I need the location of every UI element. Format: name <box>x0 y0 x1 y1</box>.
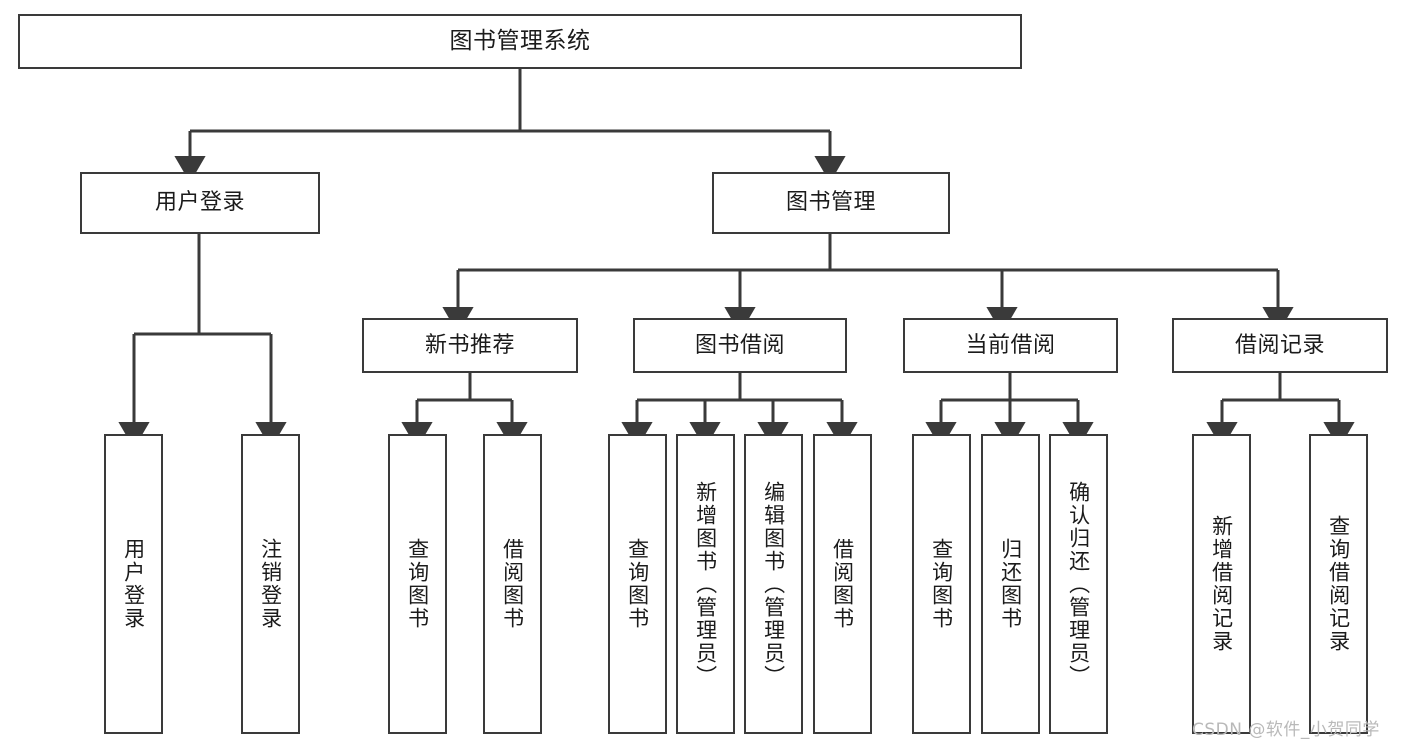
node-current-borrow[interactable]: 当前借阅 <box>903 318 1118 373</box>
node-label: 图书管理系统 <box>449 27 591 54</box>
node-borrow-record[interactable]: 借阅记录 <box>1172 318 1388 373</box>
leaf-new-book-borrow-book[interactable]: 借阅图书 <box>483 434 542 734</box>
node-label: 新书推荐 <box>424 332 515 358</box>
leaf-book-borrow-edit-book-admin[interactable]: 编辑图书（管理员） <box>744 434 803 734</box>
leaf-current-borrow-confirm-return-admin[interactable]: 确认归还（管理员） <box>1049 434 1108 734</box>
leaf-new-book-query-book[interactable]: 查询图书 <box>388 434 447 734</box>
node-user-login[interactable]: 用户登录 <box>80 172 320 234</box>
node-label: 新增图书（管理员） <box>693 480 718 688</box>
leaf-current-borrow-return-book[interactable]: 归还图书 <box>981 434 1040 734</box>
leaf-current-borrow-query-book[interactable]: 查询图书 <box>912 434 971 734</box>
node-label: 借阅记录 <box>1234 332 1325 358</box>
csdn-watermark: CSDN @软件_小贺同学 <box>1192 720 1380 740</box>
node-book-management[interactable]: 图书管理 <box>712 172 950 234</box>
leaf-user-login-logout[interactable]: 注销登录 <box>241 434 300 734</box>
node-label: 用户登录 <box>121 538 146 630</box>
node-root-book-management-system[interactable]: 图书管理系统 <box>18 14 1022 69</box>
node-label: 注销登录 <box>258 538 283 630</box>
node-label: 图书借阅 <box>694 332 785 358</box>
node-label: 查询借阅记录 <box>1326 515 1351 653</box>
leaf-user-login-login[interactable]: 用户登录 <box>104 434 163 734</box>
leaf-book-borrow-query-book[interactable]: 查询图书 <box>608 434 667 734</box>
node-label: 借阅图书 <box>500 538 525 630</box>
leaf-book-borrow-add-book-admin[interactable]: 新增图书（管理员） <box>676 434 735 734</box>
leaf-book-borrow-borrow-book[interactable]: 借阅图书 <box>813 434 872 734</box>
node-book-borrow[interactable]: 图书借阅 <box>633 318 847 373</box>
node-label: 查询图书 <box>405 538 430 630</box>
node-label: 用户登录 <box>154 190 245 216</box>
node-label: 编辑图书（管理员） <box>761 480 786 688</box>
leaf-borrow-record-add-record[interactable]: 新增借阅记录 <box>1192 434 1251 734</box>
node-label: 新增借阅记录 <box>1209 515 1234 653</box>
node-label: 归还图书 <box>998 538 1023 630</box>
node-label: 借阅图书 <box>830 538 855 630</box>
node-new-book-recommend[interactable]: 新书推荐 <box>362 318 578 373</box>
node-label: 图书管理 <box>785 190 876 216</box>
node-label: 当前借阅 <box>965 332 1056 358</box>
node-label: 查询图书 <box>625 538 650 630</box>
node-label: 确认归还（管理员） <box>1066 480 1091 688</box>
node-label: 查询图书 <box>929 538 954 630</box>
leaf-borrow-record-query-record[interactable]: 查询借阅记录 <box>1309 434 1368 734</box>
